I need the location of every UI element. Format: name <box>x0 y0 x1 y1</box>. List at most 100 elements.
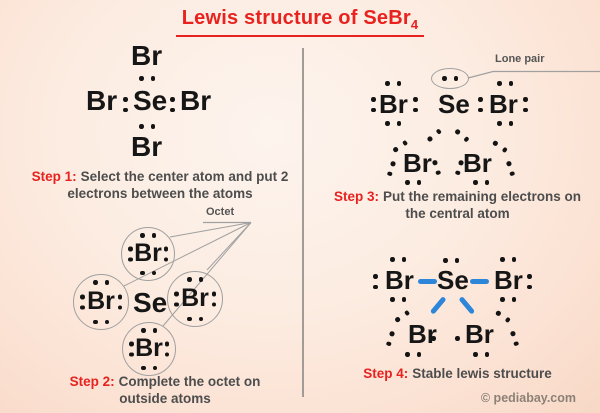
electron-pair <box>211 291 216 307</box>
bromine-atom: Br <box>135 333 163 362</box>
octet-circle: Br <box>73 274 129 330</box>
electron-pair <box>128 246 133 262</box>
electron-pair <box>390 297 406 302</box>
electron-pair <box>443 258 459 263</box>
electron-pair <box>478 97 483 112</box>
step4-bottom-right-atom: Br <box>465 319 494 349</box>
step3-center-atom: Se <box>438 89 470 119</box>
electron-pair <box>473 180 489 185</box>
electron-pair <box>492 139 508 153</box>
step2-caption: Step 2:Complete the octet on outside ato… <box>30 373 300 407</box>
step1-label: Step 1: <box>31 169 77 184</box>
step1-text-line2: electrons between the atoms <box>67 186 253 201</box>
step3-label: Step 3: <box>333 189 379 204</box>
electron-pair <box>527 274 532 289</box>
step4-caption: Step 4:Stable lewis structure <box>315 365 600 382</box>
electron-pair <box>187 277 203 282</box>
electron-pair <box>140 270 156 275</box>
step3-left-atom: Br <box>379 89 408 119</box>
step3-panel: Lone pair Br Se Br Br Br Step 3:Put the … <box>315 50 600 235</box>
electron-pair <box>187 316 203 321</box>
electron-pair <box>386 160 396 177</box>
step4-left-atom: Br <box>385 265 414 295</box>
electron-pair <box>129 341 134 357</box>
octet-circle: Br <box>167 271 223 327</box>
step1-center-atom: Se <box>133 85 168 116</box>
electron-pair <box>141 365 157 370</box>
electron-pair <box>473 352 489 357</box>
title-subscript: 4 <box>410 17 419 32</box>
electron-pair <box>523 97 528 112</box>
electron-pair <box>174 291 179 307</box>
step1-right-atom: Br <box>180 85 212 116</box>
electron-dot <box>455 336 460 341</box>
electron-pair <box>163 246 168 262</box>
electron-pair <box>139 76 155 81</box>
title-bar: Lewis structure of SeBr4 <box>0 7 600 37</box>
step3-text-line2: the central atom <box>405 206 510 221</box>
step4-bottom-left-atom: Br <box>408 319 437 349</box>
electron-pair <box>426 128 442 143</box>
step1-panel: Br Br Se Br Br Step 1:Select the center … <box>20 42 300 207</box>
step3-bottom-right-atom: Br <box>463 148 492 178</box>
step2-text-line2: outside atoms <box>119 391 211 406</box>
step4-label: Step 4: <box>363 366 409 381</box>
step1-text-line1: Select the center atom and put 2 <box>80 169 289 184</box>
electron-pair <box>405 180 421 185</box>
step3-caption: Step 3:Put the remaining electrons on th… <box>315 188 600 222</box>
step1-top-atom: Br <box>131 40 163 71</box>
bond-line-diagonal <box>429 296 447 315</box>
step3-bottom-left-atom: Br <box>403 148 432 178</box>
bromine-atom: Br <box>134 238 162 267</box>
electron-pair <box>497 81 513 86</box>
electron-pair <box>497 121 513 126</box>
step2-panel: Octet Br Br Br Br S <box>30 205 300 413</box>
bromine-atom: Br <box>87 286 115 315</box>
octet-label: Octet <box>206 206 235 218</box>
electron-pair <box>505 160 515 177</box>
electron-pair <box>500 297 516 302</box>
electron-pair <box>80 294 85 310</box>
electron-pair <box>385 121 401 126</box>
electron-pair <box>431 159 441 176</box>
step1-left-atom: Br <box>86 85 118 116</box>
electron-pair <box>405 352 421 357</box>
electron-pair <box>117 294 122 310</box>
step4-panel: Br Se Br Br Br Step 4:Stable lewis struc… <box>315 245 600 413</box>
step2-center-atom: Se <box>133 287 168 318</box>
step3-text-line1: Put the remaining electrons on <box>382 189 582 204</box>
bond-line <box>470 279 489 284</box>
lone-pair-label: Lone pair <box>495 53 545 65</box>
step4-right-atom: Br <box>494 265 523 295</box>
electron-pair <box>93 319 109 324</box>
electron-pair <box>140 233 156 238</box>
electron-pair <box>413 97 418 112</box>
electron-pair <box>123 97 128 112</box>
step1-bottom-atom: Br <box>131 131 163 162</box>
electron-pair <box>139 124 155 129</box>
electron-pair <box>390 257 406 262</box>
step4-center-atom: Se <box>437 265 469 295</box>
bond-line-diagonal <box>458 296 476 315</box>
electron-pair <box>500 257 516 262</box>
electron-pair <box>454 128 470 143</box>
electron-pair <box>141 328 157 333</box>
electron-pair <box>385 81 401 86</box>
octet-circle: Br <box>122 322 176 376</box>
watermark: © pediabay.com <box>480 391 576 405</box>
step4-text-line1: Stable lewis structure <box>412 366 552 381</box>
electron-pair <box>495 309 511 323</box>
electron-pair <box>373 274 378 289</box>
bromine-atom: Br <box>181 283 209 312</box>
electron-dot <box>431 336 436 341</box>
electron-pair <box>93 280 109 285</box>
lone-pair-oval <box>431 68 469 89</box>
electron-pair <box>164 341 169 357</box>
electron-pair <box>170 97 175 112</box>
electron-pair <box>509 330 519 347</box>
electron-pair <box>385 330 395 347</box>
vertical-divider <box>302 48 304 397</box>
electron-pair <box>371 97 376 112</box>
page-title: Lewis structure of SeBr4 <box>175 7 425 37</box>
